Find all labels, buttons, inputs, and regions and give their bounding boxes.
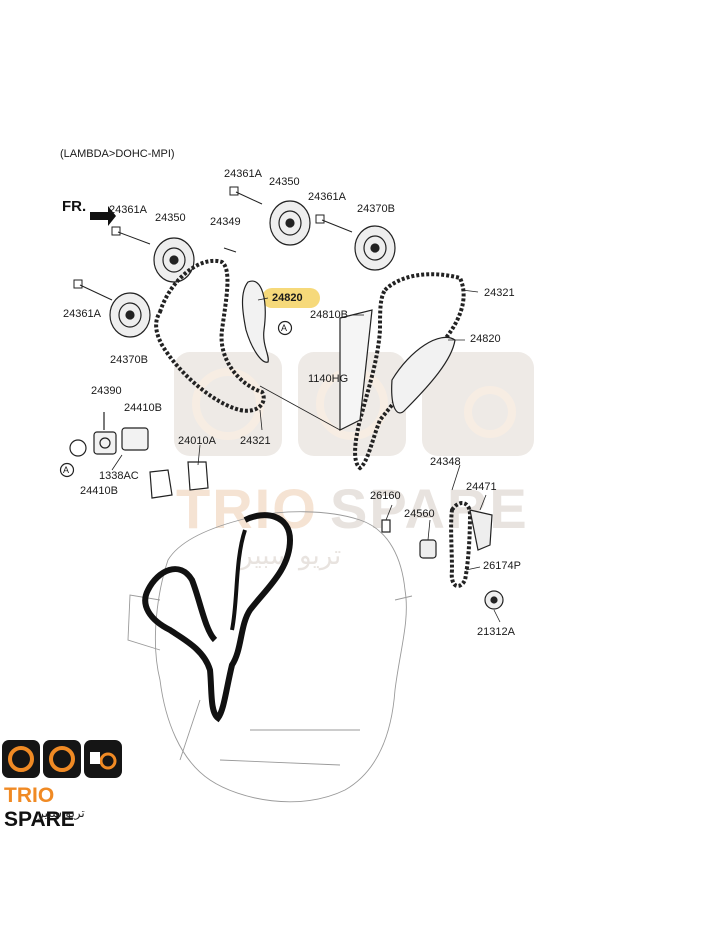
part-label: 24471 <box>466 481 497 493</box>
tensioner-24471 <box>469 509 493 551</box>
part-label-highlighted: 24820 <box>272 292 303 304</box>
part-label: 21312A <box>477 626 515 638</box>
part-label: 24350 <box>269 176 300 188</box>
part-label: 24370B <box>110 354 148 366</box>
logo-word-left: TRIO <box>4 784 55 807</box>
part-label: 1338AC <box>99 470 139 482</box>
front-marker: FR. <box>62 198 87 215</box>
part-label: 24361A <box>224 168 262 180</box>
brand-logo: TRIO SPARE تريو سبير <box>0 740 130 831</box>
highlight-24820 <box>262 288 320 308</box>
part-label: 24348 <box>430 456 461 468</box>
cam-sprocket-24370b-left <box>109 292 151 338</box>
part-label: 26174P <box>483 560 521 572</box>
part-label: 1140HG <box>308 373 349 385</box>
tensioner-24410b-assembly <box>69 412 149 457</box>
engine-block-outline <box>127 511 413 803</box>
part-label: 24349 <box>210 216 241 228</box>
part-label: 24361A <box>308 191 346 203</box>
callout-label: A <box>281 323 288 333</box>
part-label: 24010A <box>178 435 216 447</box>
callout-label: A <box>63 465 70 475</box>
cam-sprocket-24350-left <box>153 237 195 283</box>
bolt-icons <box>73 186 353 301</box>
engine-chain <box>142 512 294 723</box>
sprocket-21312a <box>484 590 504 610</box>
part-label: 24820 <box>470 333 501 345</box>
guide-24820-left <box>241 280 269 363</box>
gasket-24010a <box>149 461 209 499</box>
part-label: 24410B <box>124 402 162 414</box>
front-arrow-icon <box>90 206 116 226</box>
oil-pump-chain <box>449 501 473 588</box>
part-label: 24560 <box>404 508 435 520</box>
watermark-text-left: TRIO <box>176 477 318 540</box>
logo-arabic: تريو سبير <box>38 806 85 820</box>
guide-24820-right <box>391 336 456 414</box>
cam-sprocket-24370b-right <box>354 225 396 271</box>
watermark-text-right: SPARE <box>330 477 529 540</box>
part-26160 <box>381 519 391 533</box>
part-24560 <box>419 539 437 559</box>
logo-icons <box>8 746 117 772</box>
part-label: 24390 <box>91 385 122 397</box>
cam-sprocket-24350-right <box>269 200 311 246</box>
part-label: 24361A <box>63 308 101 320</box>
chain-24321-right <box>353 272 466 471</box>
part-label: 24810B <box>310 309 348 321</box>
variant-header: (LAMBDA>DOHC-MPI) <box>60 148 175 160</box>
leader-lines <box>111 289 501 623</box>
part-label: 24350 <box>155 212 186 224</box>
logo-wordmark: TRIO SPARE <box>4 784 130 832</box>
part-label: 24370B <box>357 203 395 215</box>
part-label: 24321 <box>240 435 271 447</box>
part-label: 24410B <box>80 485 118 497</box>
chain-24321-left <box>154 258 266 413</box>
part-label: 26160 <box>370 490 401 502</box>
part-label: 24361A <box>109 204 147 216</box>
logo-word-right: SPARE <box>4 808 75 831</box>
tensioner-24810b <box>339 309 373 431</box>
part-label: 24321 <box>484 287 515 299</box>
